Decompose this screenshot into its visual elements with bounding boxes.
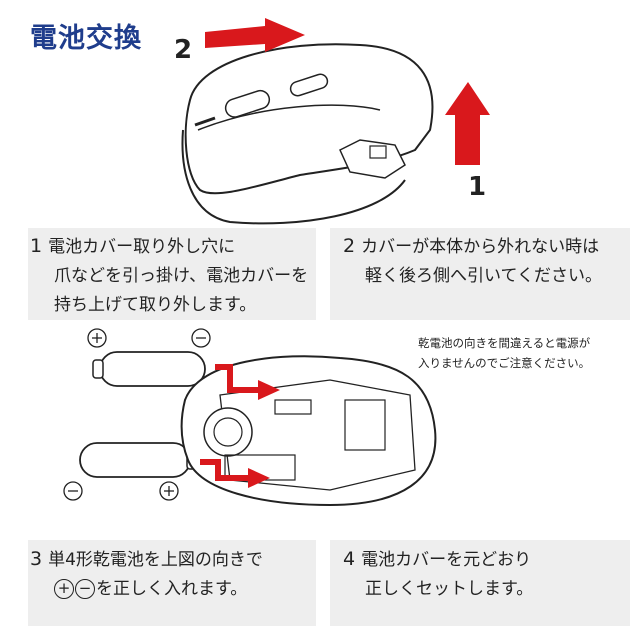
step-3-text: 3 単4形乾電池を上図の向きで +−を正しく入れます。 [30, 545, 263, 604]
step-3-line: を正しく入れます。 [96, 579, 247, 599]
mouse-cover-removal-figure: 2 1 [0, 0, 640, 230]
minus-icon [192, 329, 210, 347]
step-1-line: 電池カバー取り外し穴に [48, 237, 235, 257]
step-2-text: 2 カバーが本体から外れない時は 軽く後ろ側へ引いてください。 [343, 232, 602, 291]
step-3-number: 3 [30, 548, 42, 570]
step-1-number: 1 [30, 235, 42, 257]
minus-icon [64, 482, 82, 500]
step-3-line: 単4形乾電池を上図の向きで [48, 550, 263, 570]
arrow-label-1: 1 [468, 172, 486, 202]
step-2-line: カバーが本体から外れない時は [361, 237, 599, 257]
step-2-number: 2 [343, 235, 355, 257]
plus-icon [88, 329, 106, 347]
step-4-text: 4 電池カバーを元どおり 正しくセットします。 [343, 545, 533, 604]
step-4-line: 電池カバーを元どおり [361, 550, 531, 570]
step-2-line: 軽く後ろ側へ引いてください。 [343, 262, 602, 291]
step-1-line: 爪などを引っ掛け、電池カバーを [30, 262, 308, 291]
step-4-line: 正しくセットします。 [343, 575, 533, 604]
step-4-number: 4 [343, 548, 355, 570]
minus-icon: − [75, 579, 95, 599]
arrow-label-2: 2 [174, 35, 192, 65]
plus-icon [160, 482, 178, 500]
battery-insertion-figure [0, 320, 640, 520]
plus-icon: + [54, 579, 74, 599]
step-1-line: 持ち上げて取り外します。 [30, 291, 308, 320]
step-1-text: 1 電池カバー取り外し穴に 爪などを引っ掛け、電池カバーを 持ち上げて取り外します… [30, 232, 308, 320]
